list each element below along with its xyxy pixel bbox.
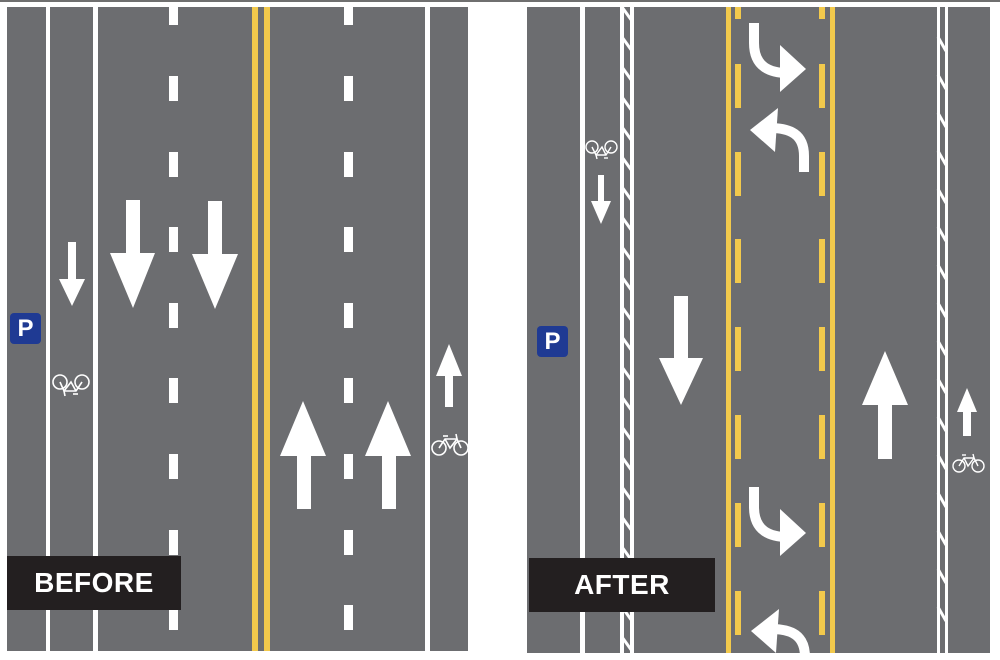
center-turn-lane-solid-right xyxy=(830,7,835,653)
northbound-arrow-icon xyxy=(365,401,411,509)
dashed-lane-lines xyxy=(169,7,353,630)
southbound-arrow-icon xyxy=(192,201,238,309)
turn-arrow-icon xyxy=(749,23,806,92)
after-label: AFTER xyxy=(529,558,715,612)
bicycle-icon xyxy=(52,374,90,397)
double-yellow-center-line-b xyxy=(264,7,270,651)
bike-lane-line xyxy=(93,7,98,651)
before-label: BEFORE xyxy=(7,556,181,610)
double-yellow-center-line-a xyxy=(252,7,258,651)
bicycle-icon xyxy=(431,433,468,456)
center-turn-lane-solid-left xyxy=(726,7,731,653)
turn-arrow-icon xyxy=(751,609,810,653)
bicycle-icon xyxy=(585,140,618,160)
southbound-arrow-icon xyxy=(659,296,703,405)
bike-lane-up-arrow-icon xyxy=(957,388,977,436)
parking-sign-icon: P xyxy=(537,326,568,357)
bicycle-icon xyxy=(952,453,985,473)
turn-arrow-icon xyxy=(749,487,806,556)
bike-lane-line-right xyxy=(425,7,430,651)
turn-arrow-icon xyxy=(750,108,809,172)
after-road-panel xyxy=(527,7,993,653)
southbound-arrow-icon xyxy=(110,200,155,308)
center-turn-lane-dashed-lines xyxy=(735,7,825,635)
bike-lane-down-arrow-icon xyxy=(59,242,85,306)
parking-lane-line xyxy=(580,7,585,653)
northbound-arrow-icon xyxy=(862,351,908,459)
top-border xyxy=(0,0,1000,2)
parking-sign-icon: P xyxy=(10,313,41,344)
parking-lane-line xyxy=(46,7,50,651)
before-road-panel xyxy=(7,7,468,651)
outer-edge-line xyxy=(990,7,993,653)
bike-lane-up-arrow-icon xyxy=(436,344,462,407)
bike-lane-buffer-left xyxy=(620,7,634,653)
northbound-arrow-icon xyxy=(280,401,326,509)
bike-lane-buffer-right xyxy=(936,7,948,653)
bike-lane-down-arrow-icon xyxy=(591,175,611,224)
